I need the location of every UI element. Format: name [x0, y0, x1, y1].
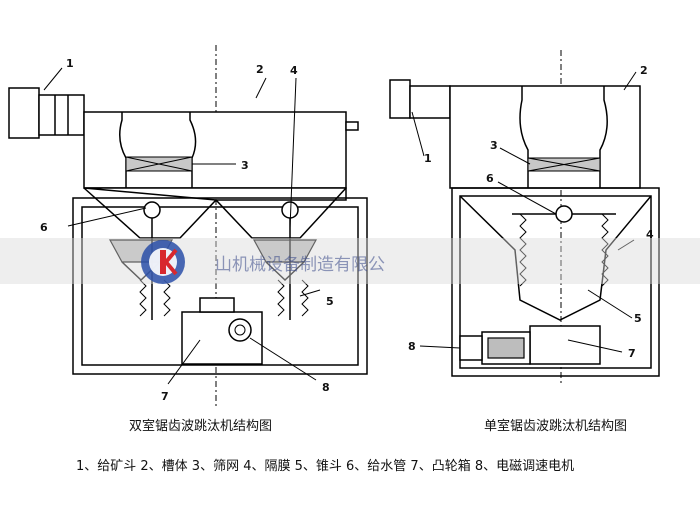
right-jig-diagram: 1 2 3 4 5 6 7 8 [389, 50, 660, 385]
left-label-2: 2 [256, 63, 264, 76]
left-jig-diagram: 1 2 3 4 5 6 7 8 [8, 45, 368, 408]
right-label-5: 5 [634, 312, 642, 325]
left-label-4: 4 [290, 64, 298, 77]
right-label-3: 3 [490, 139, 498, 152]
company-logo [141, 240, 185, 284]
left-label-3: 3 [241, 159, 249, 172]
legend: 1、给矿斗 2、槽体 3、筛网 4、隔膜 5、锥斗 6、给水管 7、凸轮箱 8、… [76, 458, 574, 474]
right-label-6: 6 [486, 172, 494, 185]
left-label-1: 1 [66, 57, 74, 70]
right-label-4: 4 [646, 228, 654, 241]
right-label-8: 8 [408, 340, 416, 353]
watermark: 山机械设备制造有限公 [0, 238, 700, 284]
right-label-1: 1 [424, 152, 432, 165]
watermark-text: 山机械设备制造有限公 [215, 255, 385, 275]
left-label-5: 5 [326, 295, 334, 308]
right-label-7: 7 [628, 347, 636, 360]
left-label-6: 6 [40, 221, 48, 234]
left-caption: 双室锯齿波跳汰机结构图 [129, 418, 272, 434]
right-caption: 单室锯齿波跳汰机结构图 [484, 418, 627, 434]
left-label-7: 7 [161, 390, 169, 403]
left-label-8: 8 [322, 381, 330, 394]
right-label-2: 2 [640, 64, 648, 77]
